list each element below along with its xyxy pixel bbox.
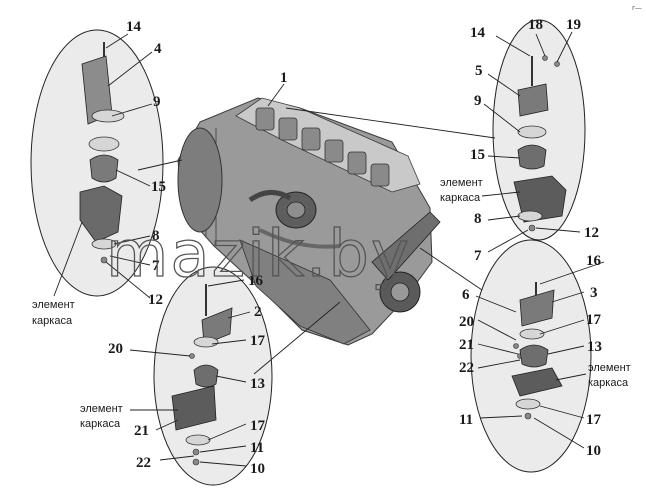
- top-right-mount-parts: [513, 55, 567, 232]
- callout-tr-7: 7: [474, 248, 482, 264]
- frame-element-captions: элемент каркаса элемент каркаса элемент …: [32, 177, 631, 430]
- callout-br-11: 11: [459, 412, 473, 428]
- callout-tr-12: 12: [584, 225, 599, 241]
- caption-left-line1: элемент: [32, 299, 75, 311]
- callout-bc-17a: 17: [250, 333, 266, 349]
- engine-block: [177, 97, 441, 346]
- callout-left-12: 12: [148, 292, 163, 308]
- callout-left-7: 7: [152, 258, 160, 274]
- bottom-right-mount-parts: [511, 282, 563, 420]
- callout-tr-15: 15: [470, 147, 485, 163]
- callout-tr-5: 5: [475, 63, 483, 79]
- callout-tr-14: 14: [470, 25, 486, 41]
- callout-labels: 1 14 4 9 15 8 7 12 14 18 19 5 9 15 8 12 …: [108, 17, 602, 477]
- caption-bc-line1: элемент: [80, 403, 123, 415]
- callout-left-4: 4: [154, 41, 162, 57]
- caption-tr-line1: элемент: [440, 177, 483, 189]
- callout-tr-19: 19: [566, 17, 581, 33]
- callout-1: 1: [280, 70, 288, 86]
- callout-br-16: 16: [586, 253, 602, 269]
- corner-mark: r—: [632, 4, 642, 12]
- callout-tr-9: 9: [474, 93, 482, 109]
- callout-br-10: 10: [586, 443, 601, 459]
- callout-bc-17b: 17: [250, 418, 266, 434]
- callout-bc-20: 20: [108, 341, 123, 357]
- callout-bc-2: 2: [254, 304, 262, 320]
- watermark-text: mazik.by: [106, 218, 411, 292]
- connector-lines: [137, 107, 496, 375]
- callout-bc-13: 13: [250, 376, 265, 392]
- callout-bc-22: 22: [136, 455, 151, 471]
- bottom-center-mount-parts: [171, 284, 233, 466]
- callout-bc-10: 10: [250, 461, 265, 477]
- callout-bc-16: 16: [248, 273, 264, 289]
- callout-bc-21: 21: [134, 423, 149, 439]
- left-mount-parts: [79, 42, 125, 264]
- callout-left-8: 8: [152, 228, 160, 244]
- leader-lines: [53, 31, 605, 467]
- callout-br-20: 20: [459, 314, 474, 330]
- callout-br-17b: 17: [586, 412, 602, 428]
- caption-tr-line2: каркаса: [440, 192, 481, 204]
- callout-br-3: 3: [590, 285, 598, 301]
- caption-br-line2: каркаса: [588, 377, 629, 389]
- caption-left-line2: каркаса: [32, 315, 73, 327]
- callout-br-17a: 17: [586, 312, 602, 328]
- callout-left-15: 15: [151, 179, 166, 195]
- callout-left-14: 14: [126, 19, 142, 35]
- callout-br-6: 6: [462, 287, 470, 303]
- caption-bc-line2: каркаса: [80, 418, 121, 430]
- callout-br-21: 21: [459, 337, 474, 353]
- callout-br-13: 13: [587, 339, 602, 355]
- callout-left-9: 9: [153, 94, 161, 110]
- caption-br-line1: элемент: [588, 362, 631, 374]
- callout-bc-11: 11: [250, 440, 264, 456]
- callout-br-22: 22: [459, 360, 474, 376]
- callout-tr-8: 8: [474, 211, 482, 227]
- callout-tr-18: 18: [528, 17, 543, 33]
